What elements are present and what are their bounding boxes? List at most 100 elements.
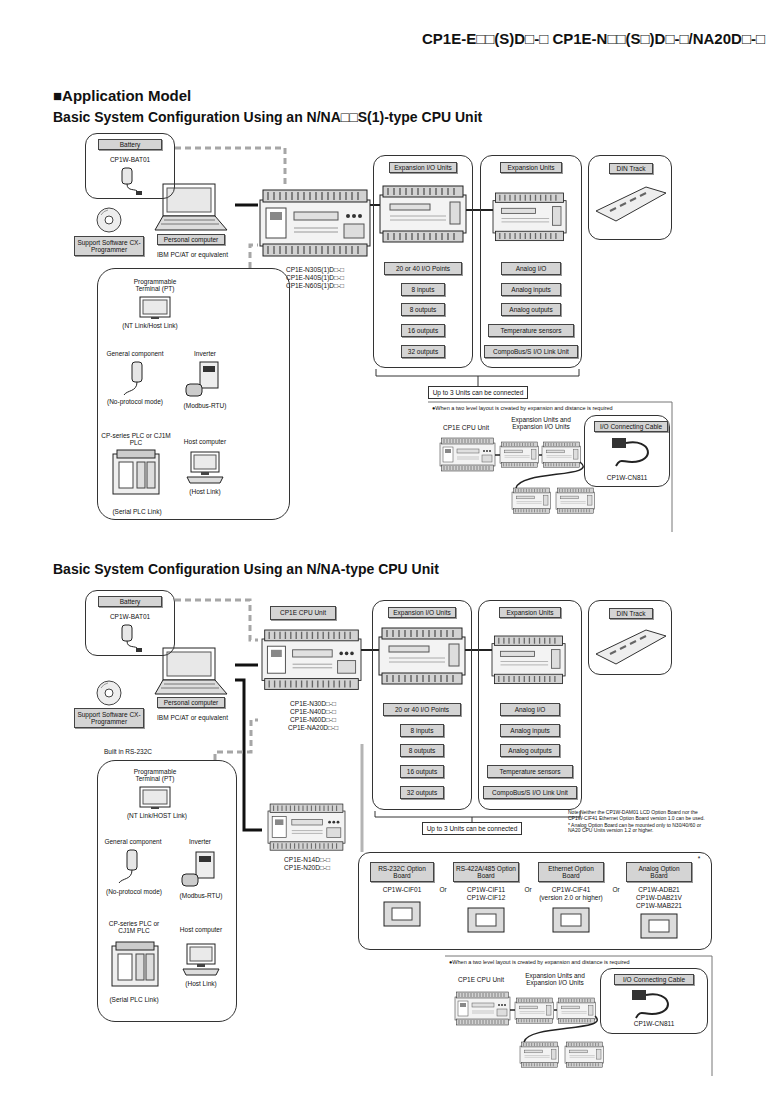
note-text: Note Neither the CP1W-DAM01 LCD Option B… (568, 810, 712, 822)
node-text: I/O Connecting Cable (614, 974, 694, 985)
expansion-unit-figure (500, 442, 539, 467)
version-note: (version 2.0 or higher) (528, 894, 614, 901)
or-label: Or (519, 886, 537, 893)
battery-icon (122, 168, 142, 195)
expansion-unit-figure (493, 193, 566, 241)
note-frame (445, 956, 712, 1076)
node-text: 8 outputs (408, 306, 439, 313)
node-text: CP1E-NA20D□-□ (258, 724, 368, 731)
node-text: Personal computer (157, 234, 225, 245)
count-box: Up to 3 Units can be connected (428, 386, 529, 399)
node-text: CP1E-N40D□-□ (258, 708, 368, 715)
node-text: 20 or 40 I/O Points (393, 706, 451, 713)
unit-panel: Expansion UnitsAnalog I/OAnalog inputsAn… (478, 600, 582, 810)
node-text: Analog Option Board (627, 865, 691, 880)
port-label: Built in RS-232C (104, 748, 184, 755)
cable-panel: I/O Connecting CableCP1W-CN811 (584, 415, 670, 487)
node-text: (Serial PLC Link) (99, 996, 169, 1003)
node-text: CP1E CPU Unit (278, 609, 328, 616)
model-number: CP1W-CIF12 (455, 894, 517, 901)
model-number: CP1W-CIF01 (372, 886, 432, 893)
node-text: Host computer (170, 926, 232, 933)
unit-type-box: 32 outputs (400, 786, 444, 799)
node-text: 32 outputs (405, 789, 439, 796)
node-text: Inverter (180, 350, 230, 357)
cpu-unit-figure (260, 190, 370, 256)
node-text: Battery (98, 139, 162, 150)
node-text: RS-422A/485 Option Board (454, 865, 518, 880)
unit-type-box: Analog inputs (501, 283, 561, 296)
battery-panel: BatteryCP1W-BAT01 (85, 590, 175, 656)
node-text: CP1E-N14D□-□ (262, 856, 352, 863)
cable-line (215, 720, 258, 760)
model-header: CP1E-E□□(S)D□-□ CP1E-N□□(S□)D□-□/NA20D□-… (260, 30, 765, 47)
node-text: * (694, 855, 704, 862)
node-text: DIN Track (609, 608, 653, 619)
unit-type-box: 16 outputs (400, 765, 444, 778)
node-text: Analog outputs (506, 747, 553, 754)
part-label: Expansion Units and Expansion I/O Units (500, 416, 582, 431)
cd-icon (97, 208, 121, 232)
node-text: Analog outputs (507, 306, 554, 313)
expansion-unit-figure (512, 488, 551, 513)
cable-line (250, 245, 258, 268)
note-text: ●When a two level layout is created by e… (432, 405, 672, 411)
node-text: 16 outputs (405, 768, 439, 775)
din-panel: DIN Track (588, 155, 672, 240)
sensor-icon (119, 850, 137, 883)
option-board-box: RS-422A/485 Option Board (453, 862, 519, 882)
part-label: CP1E CPU Unit (438, 424, 494, 431)
unit-panel: Expansion I/O Units20 or 40 I/O Points8 … (373, 155, 473, 368)
option-board-box: RS-232C Option Board (370, 862, 434, 882)
node-text: Analog I/O (514, 265, 549, 272)
option-board-box: Analog Option Board (626, 862, 692, 882)
unit-type-box: 20 or 40 I/O Points (383, 703, 461, 716)
node-text: (Host Link) (172, 488, 238, 495)
inverter-icon (182, 852, 214, 886)
node-text: CP1W-CN811 (600, 1020, 708, 1027)
node-text: Temperature sensors (498, 327, 563, 334)
unit-type-box: 8 outputs (401, 303, 445, 316)
node-text: Temperature sensors (497, 768, 562, 775)
part-label: CP1E CPU Unit (452, 976, 510, 983)
expansion-unit-figure (542, 442, 581, 467)
io-cable-line (510, 1010, 597, 1042)
cable-line (235, 680, 262, 830)
unit-type-box: 8 outputs (400, 744, 444, 757)
cpu-unit: CP1E-N30S(1)D□-□CP1E-N40S(1)D□-□CP1E-N60… (258, 185, 372, 295)
option-board-icon (641, 914, 677, 938)
plc-icon (112, 942, 158, 986)
node-text: IBM PC/AT or equivalent (150, 714, 235, 721)
node-text: 8 outputs (407, 747, 438, 754)
expansion-unit-figure (520, 1042, 559, 1067)
note-frame (428, 402, 672, 532)
unit-panel: Expansion UnitsAnalog I/OAnalog inputsAn… (480, 155, 582, 368)
unit-type-box: Analog outputs (500, 744, 560, 757)
note-text: * Analog Option Board can be mounted onl… (568, 823, 712, 835)
din-panel: DIN Track (588, 600, 672, 675)
node-text: Expansion Units (499, 607, 561, 618)
software-box: Support Software CX-Programmer (74, 708, 144, 728)
node-text: Analog inputs (508, 727, 551, 734)
node-text: Analog inputs (509, 286, 552, 293)
node-text: Support Software CX-Programmer (75, 239, 143, 254)
unit-type-box: CompoBus/S I/O Link Unit (484, 345, 578, 358)
node-text: Expansion I/O Units (389, 162, 457, 173)
inverter-icon (186, 362, 218, 396)
node-text: Support Software CX-Programmer (75, 711, 143, 726)
node-text: Expansion I/O Units (388, 607, 456, 618)
node-text: CP-series PLC or CJ1M PLC (100, 432, 172, 447)
cpu-unit: CP1E-N14D□-□CP1E-N20D□-□ (262, 800, 352, 880)
part-label: Expansion Units and Expansion I/O Units (514, 972, 596, 987)
cpu-unit-figure (268, 804, 345, 850)
node-text: Programmable Terminal (PT) (125, 768, 185, 783)
node-text: CP1E-N40S(1)D□-□ (258, 274, 372, 281)
unit-type-box: 32 outputs (401, 345, 445, 358)
unit-type-box: Analog I/O (501, 262, 561, 275)
node-text: Host computer (172, 438, 238, 445)
option-board-icon (384, 902, 420, 926)
node-text: I/O Connecting Cable (594, 421, 668, 432)
group-bracket (376, 369, 579, 386)
node-text: CP1E-N60D□-□ (258, 716, 368, 723)
